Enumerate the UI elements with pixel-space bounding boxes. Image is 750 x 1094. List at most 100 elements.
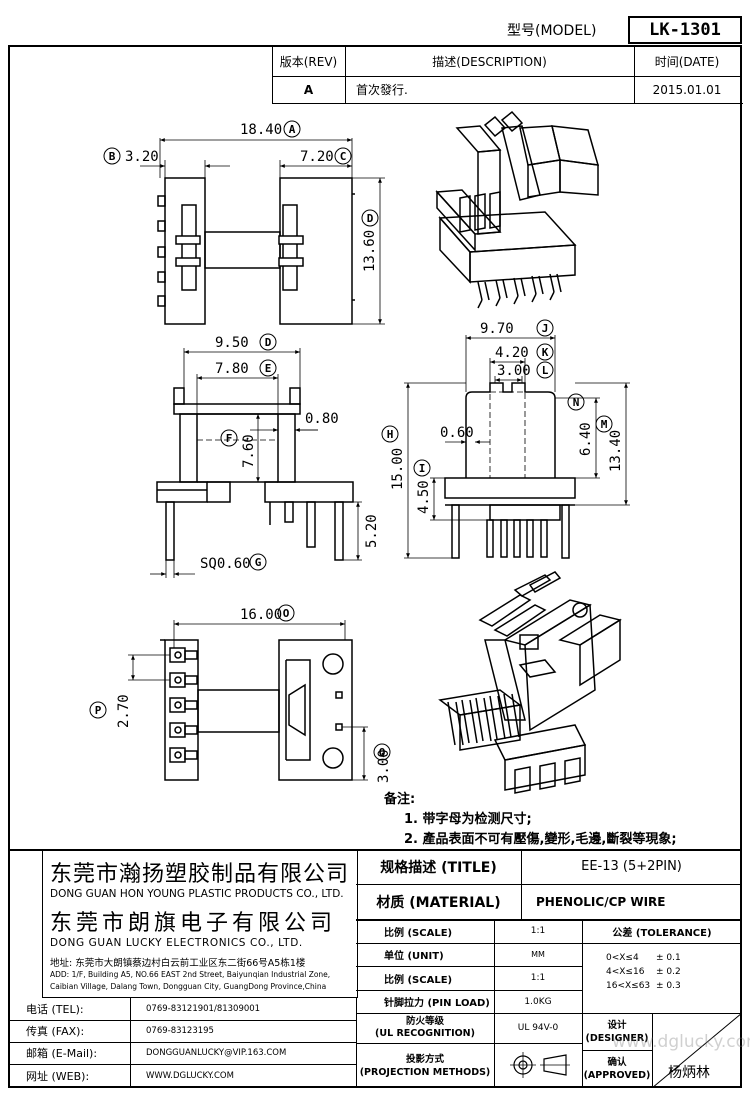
- unit-label: 单位 (UNIT): [384, 951, 444, 962]
- note-1: 1. 带字母为检测尺寸;: [404, 812, 532, 827]
- technical-drawing: 18.40 3.20 7.20 13.60 9.50 7.80 0.80 7.6…: [89, 110, 630, 794]
- isometric-view-top: [435, 110, 600, 309]
- dim-5-20: 5.20: [364, 514, 380, 548]
- email-value[interactable]: DONGGUANLUCKY@VIP.163.COM: [146, 1048, 287, 1058]
- dim-15-00: 15.00: [390, 448, 406, 490]
- dim-3-20: 3.20: [125, 149, 159, 165]
- dim-16-00: 16.00: [240, 607, 282, 623]
- marker-q: Q: [379, 746, 386, 759]
- tol-3: 16<X≤63: [606, 981, 651, 991]
- dim-6-40: 6.40: [578, 422, 594, 456]
- scale2-value: 1:1: [530, 973, 546, 983]
- watermark: www.dglucky.com: [612, 1032, 750, 1052]
- tel-label: 电话 (TEL):: [26, 1002, 84, 1016]
- company-en-1: DONG GUAN HON YOUNG PLASTIC PRODUCTS CO.…: [50, 888, 344, 900]
- marker-f: F: [226, 432, 233, 445]
- scale-label: 比例 (SCALE): [384, 927, 453, 939]
- desc-label: 描述(DESCRIPTION): [432, 55, 547, 69]
- contacts-table: [8, 997, 357, 1088]
- dim-3-00a: 3.00: [497, 363, 531, 379]
- projection-label: 投影方式 (PROJECTION METHODS): [359, 1053, 491, 1078]
- company-en-2: DONG GUAN LUCKY ELECTRONICS CO., LTD.: [50, 937, 303, 949]
- company-cn-1: 东莞市瀚扬塑胶制品有限公司: [50, 862, 350, 887]
- rev-label: 版本(REV): [279, 55, 338, 69]
- marker-i: I: [419, 462, 426, 475]
- marker-l: L: [542, 364, 549, 377]
- marker-e: E: [265, 362, 272, 375]
- title-value: EE-13 (5+2PIN): [581, 859, 682, 874]
- tol-1-value: ± 0.1: [656, 953, 681, 963]
- approval-diagonal: [652, 1013, 742, 1088]
- note-2: 2. 產品表面不可有壓傷,變形,毛邊,斷裂等現象;: [404, 832, 677, 847]
- web-value[interactable]: WWW.DGLUCKY.COM: [146, 1070, 234, 1081]
- dim-18-40: 18.40: [240, 122, 282, 138]
- tol-2-value: ± 0.2: [656, 967, 681, 977]
- fire-value: UL 94V-0: [517, 1023, 559, 1033]
- rev-value: A: [303, 82, 314, 97]
- drawing-frame: [8, 45, 742, 1088]
- fire-label: 防火等级 (UL RECOGNITION): [375, 1016, 475, 1039]
- date-value: 2015.01.01: [652, 82, 722, 97]
- isometric-view-bottom: [438, 571, 622, 794]
- dim-2-70: 2.70: [116, 694, 132, 728]
- company-cn-2: 东莞市朗旗电子有限公司: [50, 911, 337, 936]
- material-label: 材质 (MATERIAL): [376, 894, 501, 911]
- dim-9-70: 9.70: [480, 321, 514, 337]
- approved-value: 杨炳林: [668, 1065, 710, 1081]
- dim-4-50: 4.50: [416, 480, 432, 514]
- fax-value: 0769-83123195: [146, 1026, 214, 1036]
- company-addr-cn: 地址: 东莞市大朗镇蔡边村白云前工业区东二街66号A5栋1楼: [50, 958, 306, 969]
- notes-title: 备注:: [384, 792, 416, 807]
- dim-4-20: 4.20: [495, 345, 529, 361]
- dim-sq: SQ0.60: [200, 556, 251, 572]
- tel-value: 0769-83121901/81309001: [146, 1003, 261, 1014]
- top-view: [157, 177, 355, 325]
- marker-o: O: [283, 607, 290, 620]
- designer-label: 设计 (DESIGNER): [585, 1019, 649, 1044]
- tol-2: 4<X≤16: [606, 967, 645, 977]
- approved-label: 确认 (APPROVED): [583, 1057, 651, 1081]
- model-label: 型号(MODEL): [507, 23, 597, 39]
- marker-k: K: [542, 346, 549, 359]
- projection-symbol-icon: [510, 1052, 570, 1078]
- marker-m: M: [601, 418, 608, 431]
- marker-d2: D: [265, 336, 272, 349]
- dim-7-20: 7.20: [300, 149, 334, 165]
- marker-j: J: [542, 322, 549, 335]
- company-addr-en-1: ADD: 1/F, Building A5, NO.66 EAST 2nd St…: [50, 970, 331, 979]
- bottom-view: [160, 639, 353, 781]
- web-label: 网址 (WEB):: [26, 1069, 90, 1083]
- marker-d1: D: [367, 212, 374, 225]
- marker-a: A: [289, 123, 296, 136]
- tol-3-value: ± 0.3: [656, 981, 681, 991]
- scale-value: 1:1: [530, 926, 546, 936]
- tol-1: 0<X≤4: [606, 953, 639, 963]
- revision-table: [272, 47, 743, 104]
- company-addr-en-2: Caibian Village, Dalang Town, Dongguan C…: [50, 982, 327, 991]
- unit-value: MM: [531, 950, 545, 959]
- pinload-value: 1.0KG: [524, 996, 552, 1007]
- marker-c: C: [340, 150, 347, 163]
- pinload-label: 针脚拉力 (PIN LOAD): [384, 998, 490, 1009]
- desc-value: 首次發行.: [356, 83, 408, 97]
- fax-label: 传真 (FAX):: [26, 1025, 85, 1038]
- dim-7-60: 7.60: [241, 434, 257, 468]
- dim-9-50: 9.50: [215, 335, 249, 351]
- marker-h: H: [387, 428, 394, 441]
- model-value: LK-1301: [649, 20, 721, 40]
- tolerance-label: 公差 (TOLERANCE): [612, 927, 712, 939]
- marker-p: P: [95, 704, 102, 717]
- dim-13-60: 13.60: [362, 230, 378, 272]
- marker-g: G: [255, 556, 262, 569]
- side-view: [444, 382, 576, 559]
- dim-0-60: 0.60: [440, 425, 474, 441]
- date-label: 时间(DATE): [654, 55, 720, 69]
- dim-0-80: 0.80: [305, 411, 339, 427]
- material-value: PHENOLIC/CP WIRE: [536, 894, 666, 909]
- dim-13-40: 13.40: [608, 430, 624, 472]
- company-panel: [42, 849, 358, 998]
- marker-n: N: [573, 396, 580, 409]
- email-label: 邮箱 (E-Mail):: [26, 1047, 98, 1060]
- scale2-label: 比例 (SCALE): [384, 974, 453, 986]
- title-label: 规格描述 (TITLE): [380, 859, 497, 876]
